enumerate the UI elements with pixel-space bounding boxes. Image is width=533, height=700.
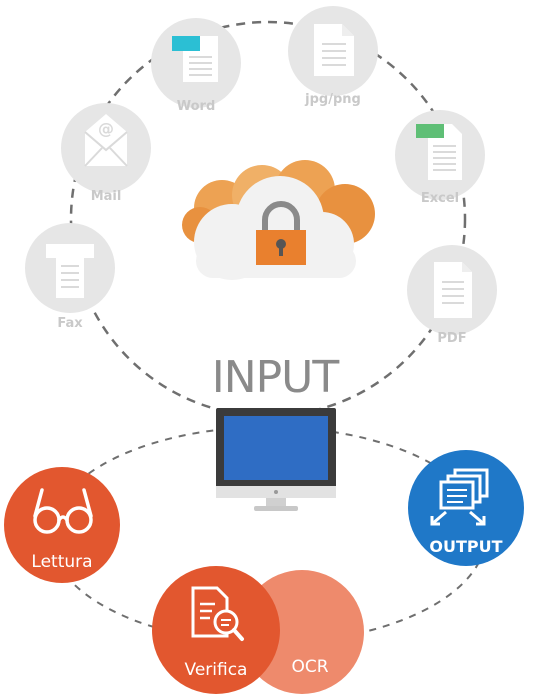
monitor-icon — [216, 408, 336, 511]
svg-text:@: @ — [98, 119, 114, 138]
source-pdf: PDF — [407, 245, 497, 346]
source-jpg-png-label: jpg/png — [304, 92, 361, 107]
source-jpg-png: jpg/png — [288, 6, 378, 107]
glasses-icon — [33, 488, 93, 534]
step-output: OUTPUT — [408, 450, 524, 566]
pdf-document-icon — [434, 262, 472, 318]
source-word-label: Word — [177, 99, 216, 114]
mail-icon: @ — [84, 114, 128, 167]
step-verifica-label: Verifica — [185, 660, 248, 680]
fax-icon — [46, 244, 94, 298]
step-output-label: OUTPUT — [429, 537, 502, 556]
cloud-lock-icon — [182, 160, 375, 280]
excel-document-icon — [416, 124, 462, 180]
word-document-icon — [172, 36, 218, 82]
source-fax-label: Fax — [57, 316, 83, 331]
step-lettura: Lettura — [4, 467, 120, 583]
step-verifica: Verifica — [152, 566, 280, 694]
source-fax: Fax — [25, 223, 115, 331]
document-search-icon — [191, 586, 244, 641]
source-excel: Excel — [395, 110, 485, 206]
source-excel-label: Excel — [421, 191, 459, 206]
source-pdf-label: PDF — [437, 331, 466, 346]
output-documents-icon — [430, 468, 489, 526]
source-mail: @ Mail — [61, 103, 151, 204]
source-word: Word — [151, 18, 241, 114]
step-ocr-label: OCR — [291, 657, 328, 677]
source-mail-label: Mail — [91, 189, 122, 204]
input-title: INPUT — [212, 352, 340, 403]
step-lettura-label: Lettura — [31, 552, 92, 572]
image-file-icon — [314, 24, 354, 76]
